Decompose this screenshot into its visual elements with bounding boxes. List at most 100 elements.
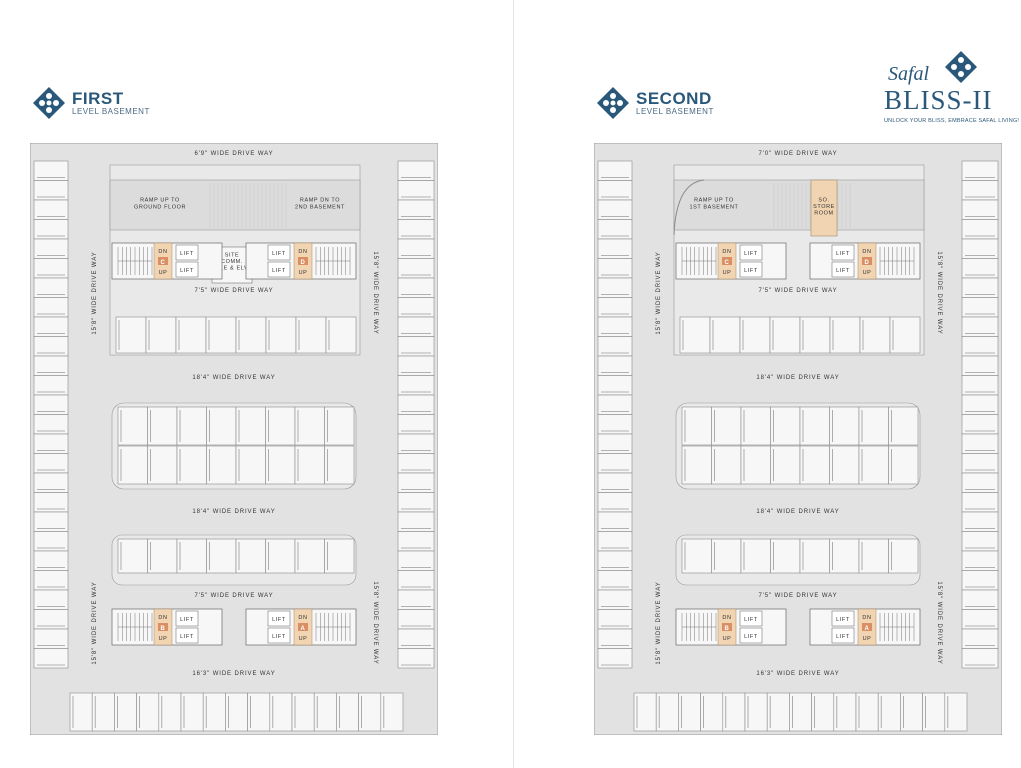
lift-box [739,244,763,261]
lower-parking-bay [324,538,355,574]
core-dn-label: DN [862,615,871,621]
core-up-label: UP [299,270,308,276]
right-drive-label: 15'8" WIDE DRIVE WAY [936,581,942,664]
central-parking-bay [799,406,830,446]
lift-box [267,610,291,627]
lower-parking-bay [206,538,237,574]
right-drive-label: 15'8" WIDE DRIVE WAY [936,251,942,334]
mid-drive-label: 18'4" WIDE DRIVE WAY [756,509,839,515]
lift-label: LIFT [836,251,850,257]
central-parking-bay [265,406,296,446]
top-block-parking-bay [145,316,177,354]
brand-word-bliss: BLISS-II [884,85,993,115]
central-parking-bay [117,445,148,485]
lower-parking-bay [858,538,889,574]
top-drive-label: 7'0" WIDE DRIVE WAY [758,151,837,157]
core-letter: A [301,626,306,632]
core-up-label: UP [723,270,732,276]
lower-parking-bay [117,538,148,574]
core-dn-label: DN [862,249,871,255]
left-drive-label: 15'8" WIDE DRIVE WAY [92,251,98,334]
top-block-parking-bay [799,316,831,354]
central-parking-bay [176,406,207,446]
central-parking-bay [740,445,771,485]
central-parking-bay [740,406,771,446]
mid-drive-label: 18'4" WIDE DRIVE WAY [192,509,275,515]
top-block-parking-bay [115,316,147,354]
core-marker [862,623,872,631]
core-up-label: UP [723,636,732,642]
curved-ramp-edge [673,179,705,236]
lower-parking-bay [799,538,830,574]
core-up-label: UP [159,270,168,276]
core-dn-label: DN [722,615,731,621]
lift-box [267,627,291,644]
central-parking-bay [888,445,919,485]
lower-parking-bay [711,538,742,574]
top-block-parking-bay [679,316,711,354]
top-block-parking-bay [859,316,891,354]
lift-box [831,244,855,261]
lower-parking-bay [176,538,207,574]
plan-subtitle: LEVEL BASEMENT [636,106,714,116]
lift-box [175,610,199,627]
top-block-parking-bay [769,316,801,354]
lift-label: LIFT [272,617,286,623]
core-letter: B [725,626,730,632]
top-drive-label: 6'9" WIDE DRIVE WAY [194,151,273,157]
top-block-parking-bay [235,316,267,354]
core-marker [722,623,732,631]
top-block-parking-bay [325,316,357,354]
left-drive-label: 15'8" WIDE DRIVE WAY [92,581,98,664]
central-parking-bay [117,406,148,446]
core-letter: C [725,260,730,266]
edge-parking-bay-left [597,648,633,669]
top-block-parking-bay [829,316,861,354]
central-parking-bay [711,445,742,485]
lift-label: LIFT [744,634,758,640]
inner-drive-label: 7'5" WIDE DRIVE WAY [194,288,273,294]
lift-box [831,627,855,644]
second-basement-header: SECOND LEVEL BASEMENT [596,86,714,120]
central-parking-bay [770,406,801,446]
lift-box [175,261,199,278]
lift-label: LIFT [836,617,850,623]
bottom-drive-label: 16'3" WIDE DRIVE WAY [756,671,839,677]
central-parking-bay [294,445,325,485]
top-block-parking-bay [889,316,921,354]
mid-drive-label: 18'4" WIDE DRIVE WAY [192,375,275,381]
brand-tagline: UNLOCK YOUR BLISS, EMBRACE SAFAL LIVING! [884,118,1020,124]
core-letter: A [865,626,870,632]
store-room [810,179,838,237]
core-letter: C [161,260,166,266]
plan-title: SECOND [636,88,712,108]
lift-box [739,627,763,644]
central-parking-bay [324,406,355,446]
ramp-zone [673,179,925,231]
lift-label: LIFT [180,251,194,257]
core-up-label: UP [863,270,872,276]
edge-parking-bay-bottom [380,692,404,732]
core-marker [158,257,168,265]
core-up-label: UP [299,636,308,642]
core-up-label: UP [159,636,168,642]
right-drive-label: 15'8" WIDE DRIVE WAY [372,581,378,664]
bottom-drive-label: 16'3" WIDE DRIVE WAY [192,671,275,677]
inner-drive-label: 7'5" WIDE DRIVE WAY [758,288,837,294]
central-parking-bay [799,445,830,485]
ornament-icon [597,87,629,119]
central-parking-bay [294,406,325,446]
core-dn-label: DN [722,249,731,255]
plan-title: FIRST [72,88,124,108]
lift-box [175,627,199,644]
left-drive-label: 15'8" WIDE DRIVE WAY [656,581,662,664]
core-letter: B [161,626,166,632]
lower-parking-bay [770,538,801,574]
lift-box [739,610,763,627]
central-parking-bay [176,445,207,485]
